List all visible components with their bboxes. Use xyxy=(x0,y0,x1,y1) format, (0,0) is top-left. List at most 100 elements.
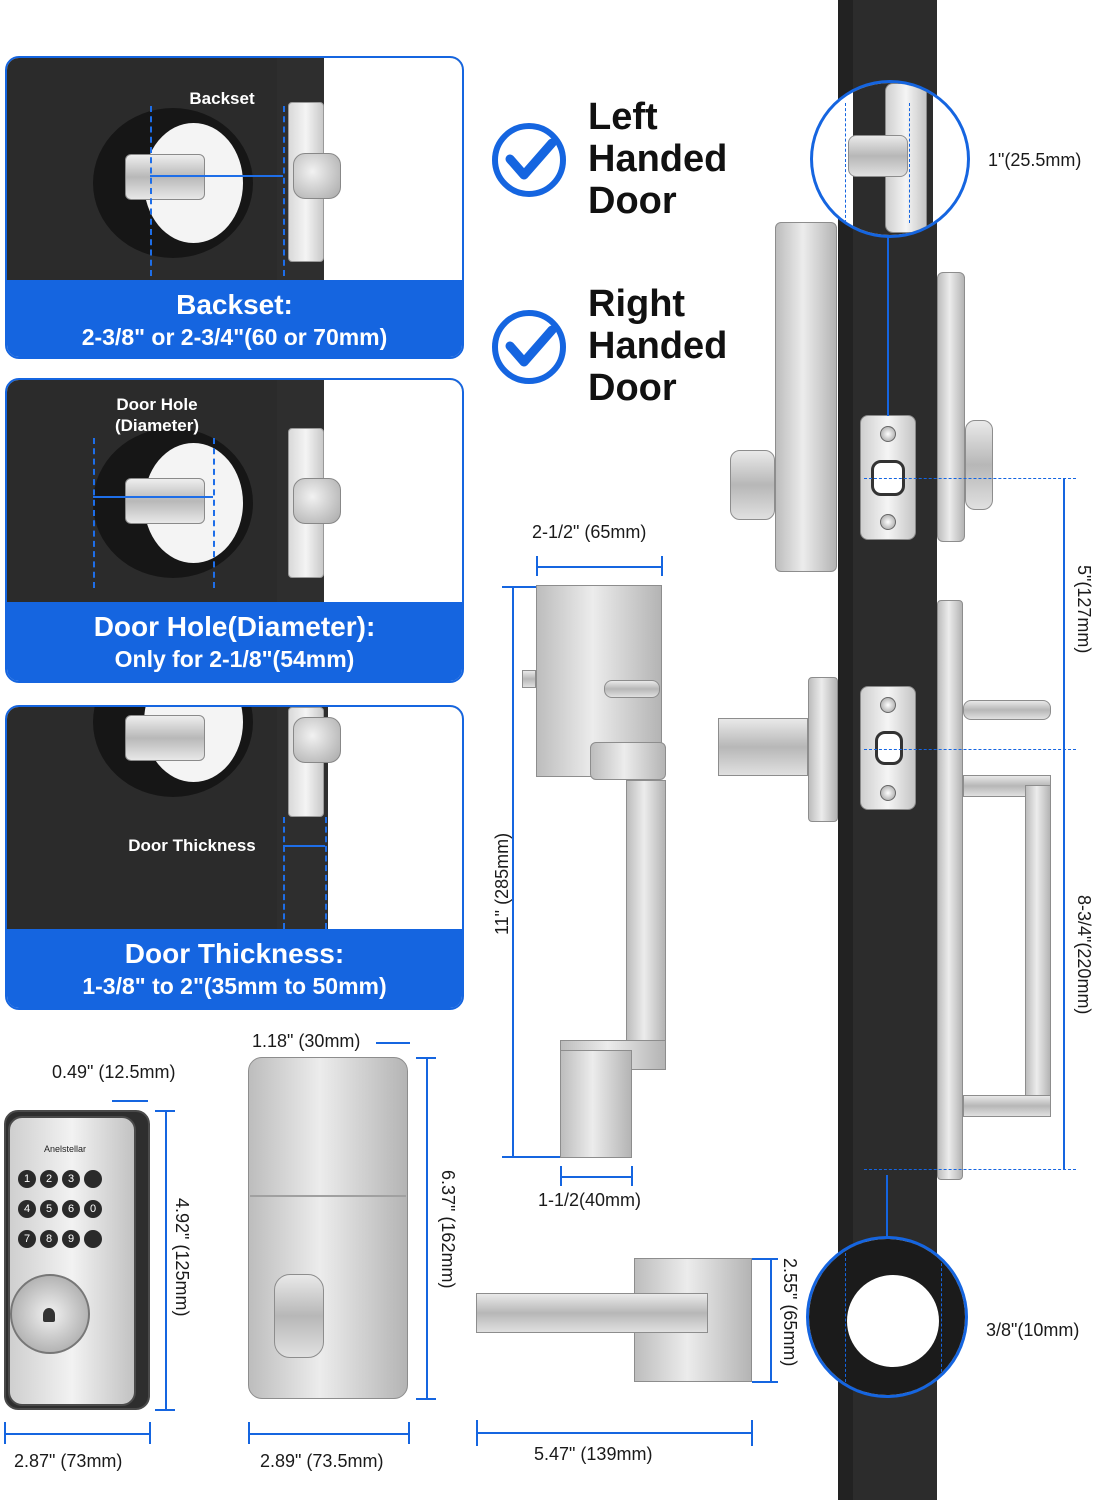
left-handed-line3: Door xyxy=(588,180,677,222)
handleset-grip-bar xyxy=(626,780,666,1060)
thumb-lever xyxy=(963,700,1051,720)
left-handed-line1: Left xyxy=(588,96,658,138)
interior-width-dimension xyxy=(248,1433,409,1435)
bolt-hole-zoom xyxy=(806,1236,968,1398)
lever-exterior xyxy=(718,718,808,776)
interior-height-tick-top xyxy=(416,1057,436,1059)
zoom-latch-bolt xyxy=(848,135,908,177)
door-hole-photo-label: Door Hole (Diameter) xyxy=(92,394,222,436)
door-background xyxy=(328,707,462,929)
left-handed-line2: Handed xyxy=(588,138,728,180)
deadbolt-exterior-side xyxy=(775,222,837,572)
handle-to-bottom-label: 8-3/4"(220mm) xyxy=(1074,895,1094,1015)
keypad-body: Anelstellar 1 2 3 4 5 6 0 7 8 9 xyxy=(8,1116,136,1406)
deadbolt-interior-side xyxy=(937,272,965,542)
key-5[interactable]: 5 xyxy=(40,1200,58,1218)
keypad-width-tick-right xyxy=(149,1422,151,1444)
interior-width-label: 2.89" (73.5mm) xyxy=(260,1451,384,1471)
check-icon xyxy=(492,123,566,197)
keypad-height-tick-bottom xyxy=(155,1409,175,1411)
handleset-grip-tick-left xyxy=(560,1166,562,1186)
unlock-key-icon[interactable] xyxy=(84,1230,102,1248)
door-hole-label-line1: Door Hole xyxy=(116,395,198,414)
hole-guide-left xyxy=(93,438,95,588)
handleset-height-dimension xyxy=(512,586,514,1156)
handleset-height-label: 11" (285mm) xyxy=(492,832,512,935)
latch-knob xyxy=(293,478,341,524)
zoom-hole-opening xyxy=(847,1275,939,1367)
key-9[interactable]: 9 xyxy=(62,1230,80,1248)
zoom-guide-left xyxy=(845,103,846,223)
right-handed-door: Right Handed Door xyxy=(492,283,752,435)
handle-grip-bottom xyxy=(963,1095,1051,1117)
keypad-height-label: 4.92" (125mm) xyxy=(172,1198,192,1317)
deadbolt-center-line xyxy=(864,478,1076,479)
key-8[interactable]: 8 xyxy=(40,1230,58,1248)
keypad-brand: Anelstellar xyxy=(44,1144,87,1154)
latch-knob xyxy=(293,717,341,763)
door-hole-title: Door Hole(Diameter): xyxy=(93,611,376,642)
keypad-width-label: 2.87" (73mm) xyxy=(14,1451,123,1471)
check-icon xyxy=(492,310,566,384)
handleset-thumb-button xyxy=(604,680,660,698)
handleset-height-tick-bottom xyxy=(502,1156,560,1158)
zoom-guide-right xyxy=(909,103,910,223)
key-4[interactable]: 4 xyxy=(18,1200,36,1218)
interior-height-dimension xyxy=(426,1057,428,1399)
door-hole-panel: Door Hole (Diameter) Door Hole(Diameter)… xyxy=(5,378,464,683)
interior-depth-label: 1.18" (30mm) xyxy=(252,1031,361,1051)
handleset-width-dimension xyxy=(536,566,662,568)
screw-icon xyxy=(880,785,896,801)
handleset-width-tick-right xyxy=(661,556,663,576)
keypad-width-tick-left xyxy=(4,1422,6,1444)
lever-length-label: 5.47" (139mm) xyxy=(534,1444,653,1464)
left-handed-door: Left Handed Door xyxy=(492,96,752,248)
interior-depth-dimension xyxy=(376,1042,410,1044)
door-thickness-caption: Door Thickness: 1-3/8" to 2"(35mm to 50m… xyxy=(7,929,462,1008)
backset-photo-label: Backset xyxy=(189,89,255,108)
thickness-guide-right xyxy=(325,817,327,929)
handleset-grip-label: 1-1/2(40mm) xyxy=(538,1190,642,1210)
handleset-set-screw xyxy=(522,670,536,688)
door-hole-caption: Door Hole(Diameter): Only for 2-1/8"(54m… xyxy=(7,602,462,681)
left-handed-door-label: Left Handed Door xyxy=(588,96,727,222)
key-2[interactable]: 2 xyxy=(40,1170,58,1188)
deadbolt-faceplate xyxy=(860,415,916,540)
lever-length-tick-left xyxy=(476,1420,478,1446)
keypad-depth-label: 0.49" (12.5mm) xyxy=(52,1062,176,1082)
right-handed-line1: Right xyxy=(588,283,686,325)
handleset-width-label: 2-1/2" (65mm) xyxy=(532,522,647,542)
key-0[interactable]: 0 xyxy=(84,1200,102,1218)
door-hole-subtitle: Only for 2-1/8"(54mm) xyxy=(114,646,355,672)
screw-icon xyxy=(880,514,896,530)
lever-arm xyxy=(476,1293,708,1333)
lock-key-icon[interactable] xyxy=(84,1170,102,1188)
interior-thumbturn xyxy=(274,1274,324,1358)
right-handed-line2: Handed xyxy=(588,325,728,367)
backset-arrow xyxy=(150,175,283,177)
key-7[interactable]: 7 xyxy=(18,1230,36,1248)
door-thickness-subtitle: 1-3/8" to 2"(35mm to 50mm) xyxy=(82,973,387,999)
latch-center-line xyxy=(864,749,1076,750)
thickness-guide-left xyxy=(283,817,285,929)
handleset-height-tick-top xyxy=(502,586,536,588)
key-6[interactable]: 6 xyxy=(62,1200,80,1218)
bolt-guide-right xyxy=(941,1253,942,1387)
handle-bottom-line xyxy=(864,1169,1076,1170)
backset-photo: Backset xyxy=(7,58,462,280)
interior-width-tick-left xyxy=(248,1422,250,1444)
keypad-height-dimension xyxy=(165,1110,167,1410)
handleset-grip xyxy=(590,742,666,780)
key-3[interactable]: 3 xyxy=(62,1170,80,1188)
key-1[interactable]: 1 xyxy=(18,1170,36,1188)
keyhole-icon xyxy=(43,1308,55,1322)
door-background xyxy=(324,380,462,602)
interior-body-seam xyxy=(250,1195,406,1197)
right-handed-line3: Door xyxy=(588,367,677,409)
handleset-exterior-side xyxy=(808,677,838,822)
bolt-hole-label: 3/8"(10mm) xyxy=(986,1320,1080,1340)
thickness-arrow xyxy=(283,845,325,847)
latch-faceplate xyxy=(860,686,916,810)
screw-icon xyxy=(880,697,896,713)
interior-height-tick-bottom xyxy=(416,1398,436,1400)
